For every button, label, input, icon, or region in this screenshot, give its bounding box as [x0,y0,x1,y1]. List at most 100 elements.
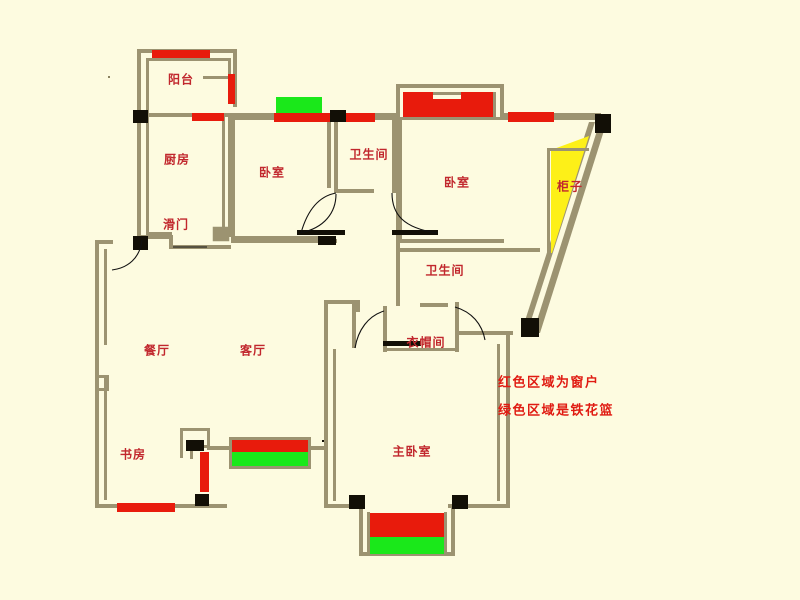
wall-balcony-inner-left [146,58,149,114]
wall-balcony-divider [203,76,231,79]
walls-group [95,49,608,556]
wall-cabinet-left [547,148,550,256]
wall-bay-top-inner [404,92,496,95]
pillar-kitchen-sw [133,236,148,250]
wall-kitchen-top-a [137,113,195,117]
corner-cabinet-shape [551,136,589,253]
wall-left-niche-bottom [95,388,109,391]
legend-line-2: 绿色区域是铁花篮 [498,403,614,419]
wall-corridor-mid-b [307,446,327,450]
wall-study-step [207,428,210,450]
room-label-master-bedroom: 主卧室 [392,444,431,459]
pillars-group [133,110,611,509]
wall-master-right-inner [497,344,500,501]
wall-master-bay-left-inner [367,512,370,554]
door-arc-bath1-b [300,192,337,234]
room-label-dining-room: 餐厅 [144,343,170,358]
wall-balcony-left [137,49,141,117]
room-label-bedroom-1: 卧室 [259,165,285,180]
wall-kitchen-bottom-inner [146,232,172,235]
pillar-study-se [195,494,209,506]
wall-window-frame-bottom [229,466,311,469]
wall-kitchen-jamb [169,235,173,249]
bedroom2-bay-window [403,92,493,117]
wall-master-bottom-a [328,504,364,508]
wall-window-frame-top [229,437,311,440]
wall-bath1-right [392,113,396,193]
wall-kitchen-right-inner [222,117,225,235]
wall-cloak-top [420,303,448,307]
study-bottom-window [117,503,175,512]
bedroom2-right-window [508,112,554,122]
wall-living-right [324,300,328,508]
wall-living-bottom-a [95,504,123,508]
wall-bath2-top [400,248,540,252]
wall-bed1-niche [212,226,230,242]
master-bedroom-basket [370,537,444,554]
wall-bed1-bottom [231,239,337,243]
wall-bed1-right [327,113,331,188]
room-label-sliding-door: 滑门 [163,217,189,232]
wall-bath1-bottom [334,189,374,193]
wall-study-step-c [190,445,193,459]
wall-corridor-mid-a [207,446,233,450]
wall-living-left-inner-a [104,249,107,345]
legend-line-1: 红色区域为窗户 [498,375,600,391]
room-label-bathroom-2: 卫生间 [425,263,464,278]
pillar-master-sw [349,495,365,509]
living-room-basket [232,452,308,466]
pillar-bath1-nw [330,110,346,122]
wall-bay-top [396,84,504,88]
pillar-living-dot [322,440,324,442]
wall-cloak-left-jamb [352,300,356,348]
bath1-window [345,113,375,122]
balcony-top-window [152,50,210,58]
wall-bay-left [396,84,400,117]
wall-bed1-top-a [231,113,279,117]
pillar-bed1-se [318,236,336,245]
wall-kitchen-left [137,113,141,239]
wall-cloak-left [383,306,387,352]
bedroom1-window [274,113,330,122]
room-label-bathroom-1: 卫生间 [349,147,388,162]
wall-cabinet-top [549,148,589,151]
pillar-master-se [452,495,468,509]
wall-living-left-outer [95,240,99,508]
wall-bay-right-inner [493,92,496,117]
artifact-speck [108,76,110,78]
wall-left-niche-right [106,375,109,391]
door-arc-bath1 [299,193,337,234]
door-arc-bed2 [391,192,438,234]
wall-master-bottom-b [448,504,510,508]
wall-balcony-inner-top [146,58,230,61]
wall-cloak-outer-right [459,331,513,335]
wall-study-top-a [180,428,210,431]
door-arc-entry [111,239,143,271]
wall-living-topleft-stub [95,240,113,244]
door-arcs-group [111,192,486,349]
wall-balcony-inner-right-a [228,58,231,78]
wall-bed2-top-inner [396,117,601,120]
wall-living-right-top [328,300,356,304]
pillar-diagonal-bottom [521,318,539,337]
wall-bed1-bottom-inner [231,236,331,239]
room-label-balcony: 阳台 [168,72,194,87]
wall-bed2-left [396,117,402,239]
room-label-study: 书房 [120,447,146,462]
pillar-diagonal-top [595,114,611,133]
room-label-living-room: 客厅 [239,343,266,358]
wall-bath1-left [334,113,338,193]
wall-master-left-inner [333,349,336,501]
windows-group [117,50,554,537]
wall-cloak-bottom [383,348,459,351]
wall-bed2-top-b [553,113,601,117]
legend-group: 红色区域为窗户 绿色区域是铁花篮 [498,375,614,419]
wall-kitchen-bottom-a [137,235,171,239]
kitchen-window [192,113,224,121]
room-label-bedroom-2: 卧室 [444,175,470,190]
wall-bed2-bottom [396,239,504,243]
door-arc-cloak-right [454,306,486,341]
master-bedroom-window [370,513,444,537]
wall-master-right [506,335,510,508]
